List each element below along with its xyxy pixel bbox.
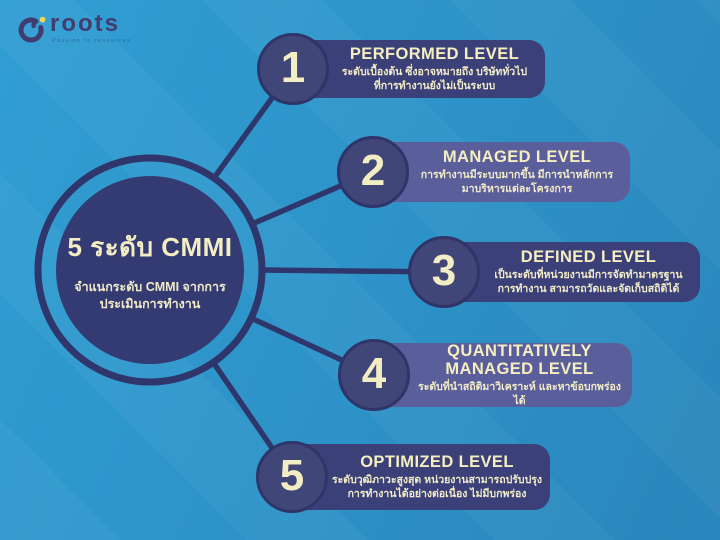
- center-title: 5 ระดับ CMMI: [67, 232, 233, 262]
- roots-logo: roots Passion to resources: [16, 11, 131, 44]
- level-5-desc-line1: ระดับวุฒิภาวะสูงสุด หน่วยงานสามารถปรับปร…: [331, 474, 543, 486]
- level-3-description: เป็นระดับที่หน่วยงานมีการจัดทำมาตรฐาน กา…: [483, 269, 694, 296]
- logo-dot-icon: [39, 16, 46, 23]
- level-1-title: PERFORMED LEVEL: [330, 45, 539, 63]
- level-2-desc-line1: การทำงานมีระบบมากขึ้น มีการนำหลักการ: [420, 169, 614, 181]
- level-5-description: ระดับวุฒิภาวะสูงสุด หน่วยงานสามารถปรับปร…: [330, 474, 544, 501]
- logo-brand-text: roots: [50, 10, 120, 37]
- level-1-desc-line2: ที่การทำงานยังไม่เป็นระบบ: [373, 79, 496, 92]
- level-5-title: OPTIMIZED LEVEL: [330, 453, 544, 471]
- level-4-description: ระดับที่นำสถิติมาวิเคราะห์ และหาข้อบกพร่…: [413, 381, 626, 408]
- roots-logo-icon: [18, 16, 46, 43]
- level-2-title-line1: MANAGED LEVEL: [442, 148, 592, 166]
- level-4-number-badge: 4: [338, 339, 410, 411]
- level-1-description: ระดับเบื้องต้น ซึ่งอาจหมายถึง บริษัททั่ว…: [330, 66, 539, 93]
- level-1-title-line1: PERFORMED LEVEL: [349, 45, 520, 63]
- level-1-number-badge: 1: [257, 33, 329, 105]
- level-1-desc-line1: ระดับเบื้องต้น ซึ่งอาจหมายถึง บริษัททั่ว…: [341, 66, 528, 78]
- center-subtitle-line1: จำแนกระดับ CMMI จากการ: [74, 280, 226, 294]
- level-5-desc-line2: การทำงานได้อย่างต่อเนื่อง ไม่มีบกพร่อง: [347, 487, 527, 500]
- level-4-title-line2: MANAGED LEVEL: [445, 360, 594, 378]
- level-4-number: 4: [361, 348, 387, 398]
- level-2-desc-line2: มาบริหารแต่ละโครงการ: [461, 182, 573, 195]
- center-subtitle: จำแนกระดับ CMMI จากการ ประเมินการทำงาน: [74, 279, 225, 313]
- level-4-title-line1: QUANTITATIVELY: [447, 342, 592, 360]
- logo-tagline: Passion to resources: [52, 38, 132, 44]
- level-4-desc-line1: ระดับที่นำสถิติมาวิเคราะห์ และหาข้อบกพร่…: [418, 381, 621, 407]
- level-5-number: 5: [279, 450, 305, 500]
- center-subtitle-line2: ประเมินการทำงาน: [99, 297, 201, 311]
- level-2-description: การทำงานมีระบบมากขึ้น มีการนำหลักการ มาบ…: [410, 169, 624, 196]
- level-2-number: 2: [360, 145, 386, 195]
- level-3-number-badge: 3: [408, 236, 480, 308]
- level-3-title: DEFINED LEVEL: [483, 248, 694, 266]
- level-3-title-line1: DEFINED LEVEL: [520, 248, 657, 266]
- level-5-title-line1: OPTIMIZED LEVEL: [360, 453, 514, 471]
- level-3-number: 3: [431, 245, 457, 295]
- level-3-desc-line1: เป็นระดับที่หน่วยงานมีการจัดทำมาตรฐาน: [494, 269, 683, 281]
- level-3-desc-line2: การทำงาน สามารถวัดและจัดเก็บสถิติได้: [497, 282, 680, 295]
- center-circle: 5 ระดับ CMMI จำแนกระดับ CMMI จากการ ประเ…: [56, 176, 244, 364]
- level-1-number: 1: [280, 42, 306, 92]
- level-2-title: MANAGED LEVEL: [410, 148, 624, 166]
- level-4-title: QUANTITATIVELY MANAGED LEVEL: [413, 342, 626, 378]
- level-5-number-badge: 5: [256, 441, 328, 513]
- level-2-number-badge: 2: [337, 136, 409, 208]
